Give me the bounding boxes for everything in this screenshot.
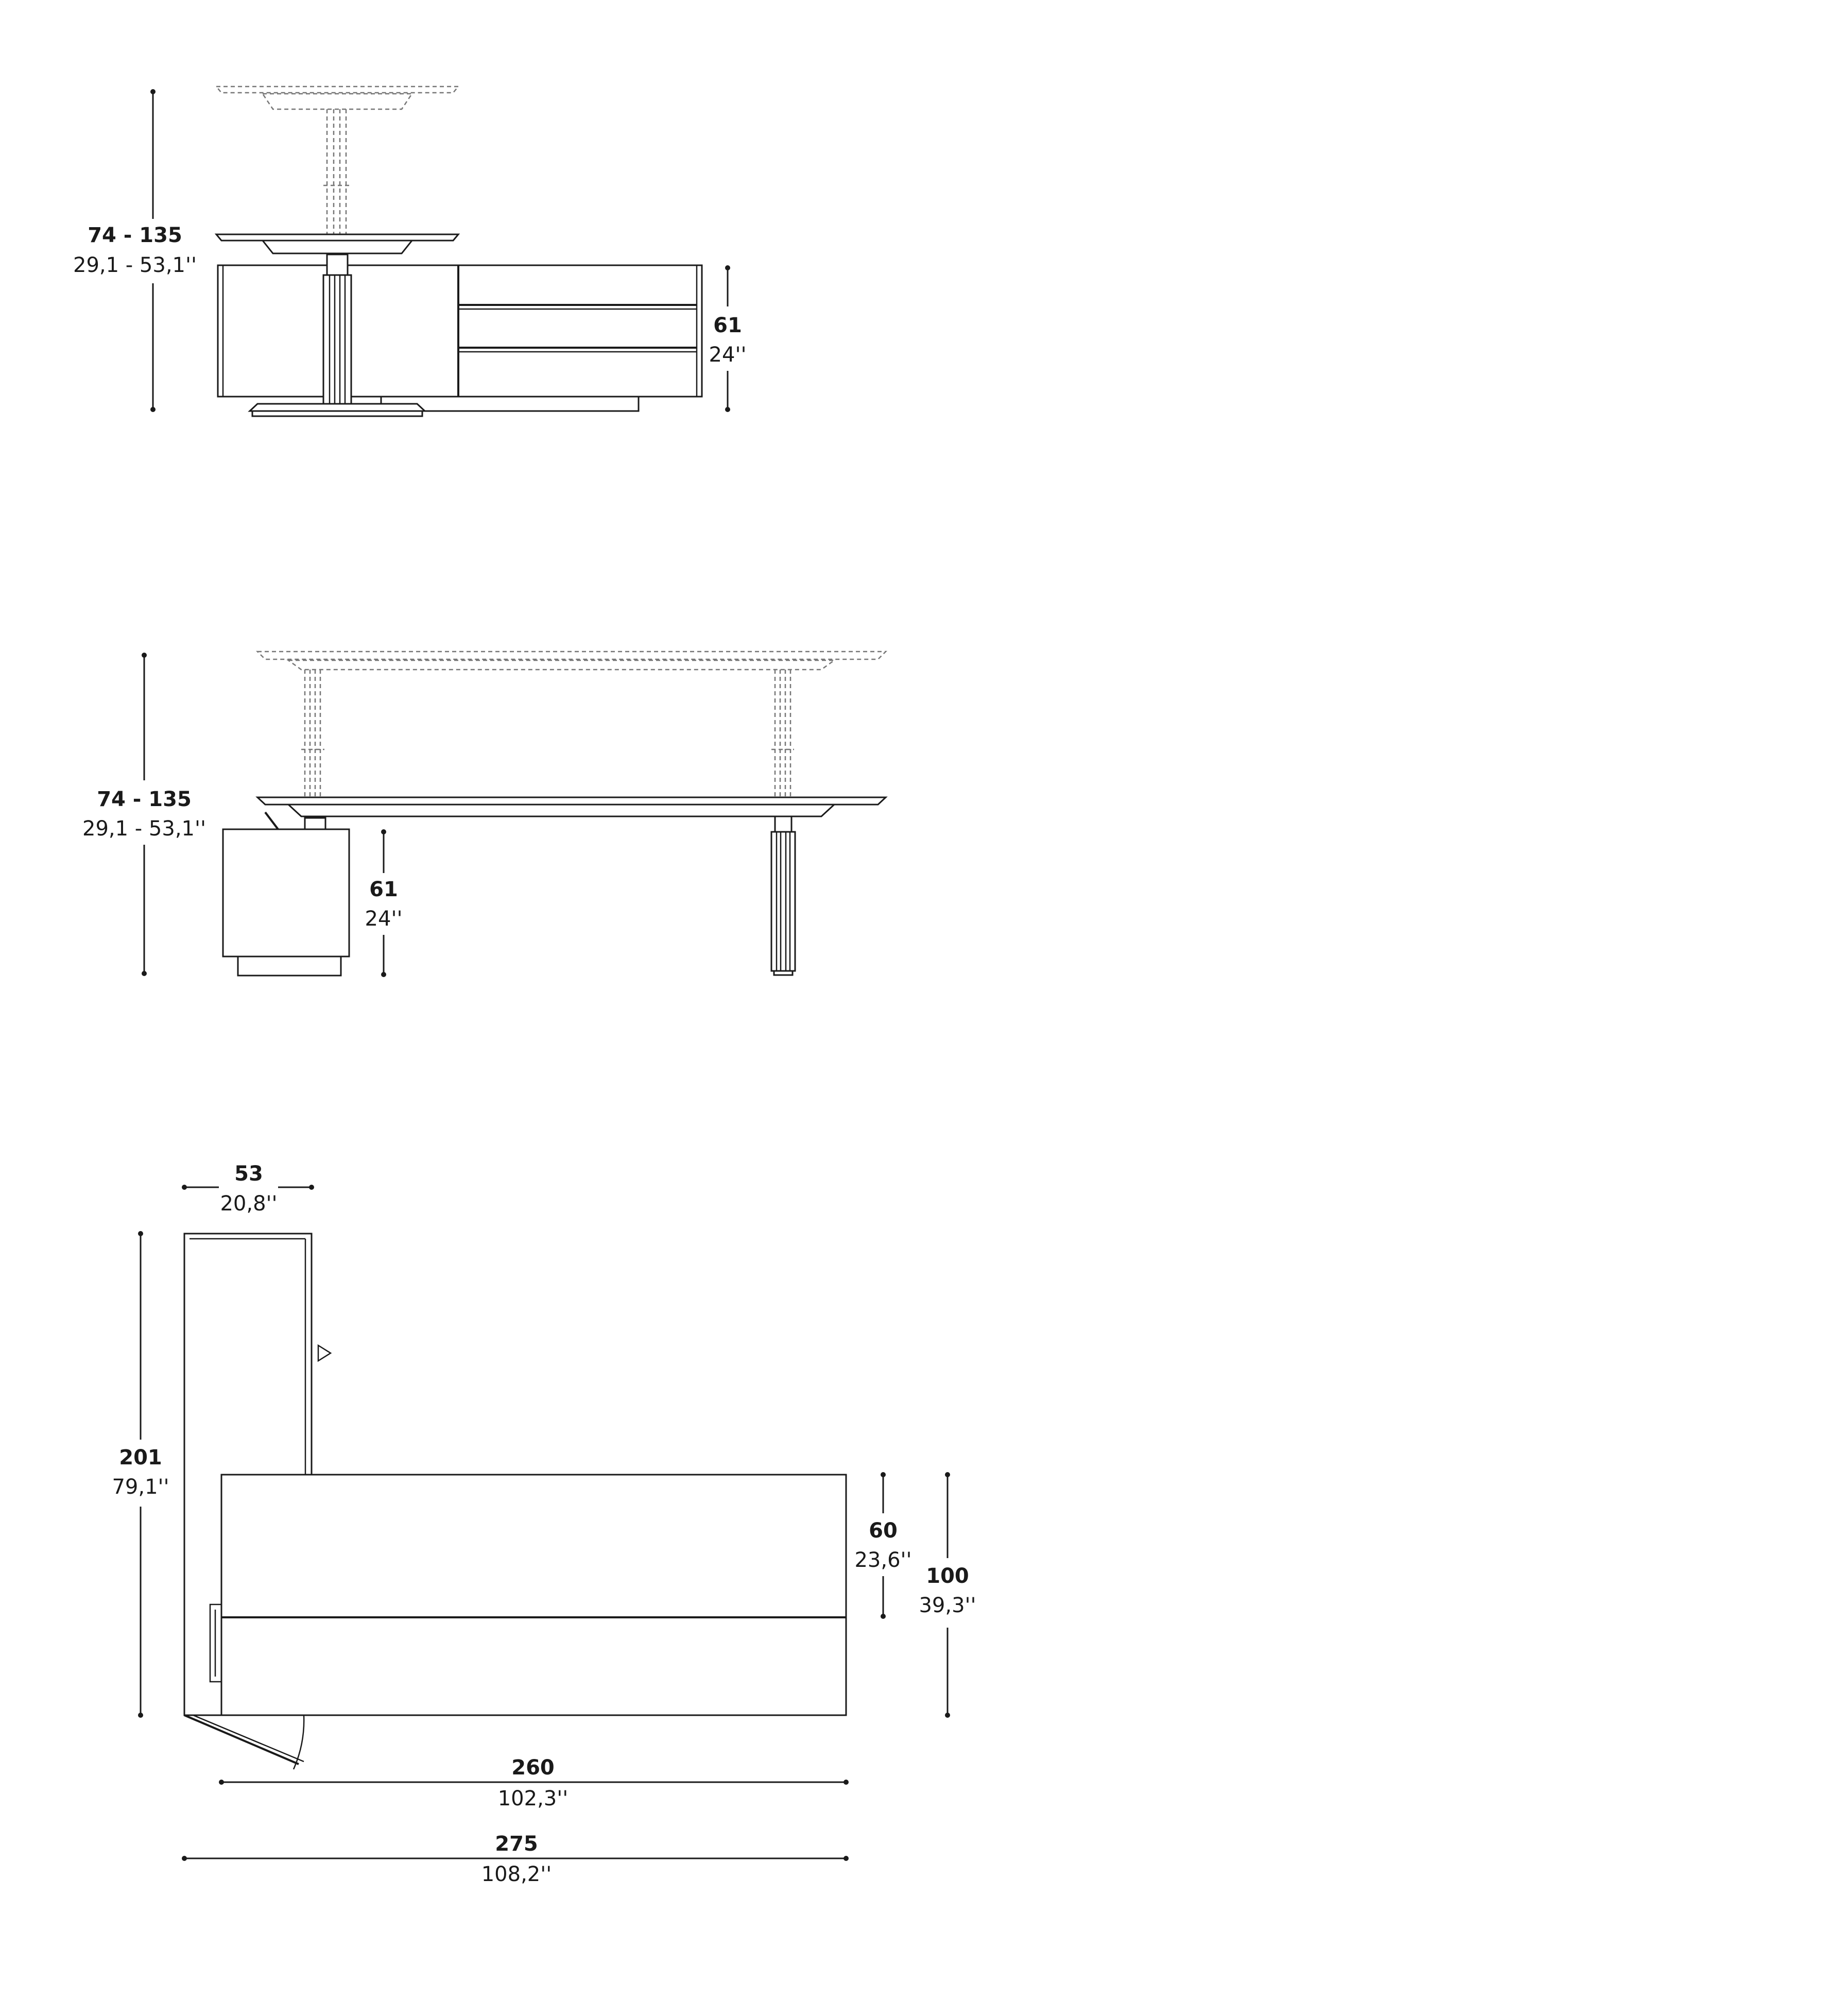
raised-top-ghost	[255, 651, 888, 801]
total-width-cm: 275	[495, 1832, 538, 1856]
elevation-view-front: 74 - 135 29,1 - 53,1'' 61 24''	[82, 651, 888, 977]
dimension-side-depth: 53 20,8''	[182, 1162, 314, 1216]
cabinet-body	[217, 264, 703, 412]
desk-top-lowered	[255, 796, 888, 817]
total-depth-cm: 100	[926, 1564, 969, 1588]
side-length-cm: 201	[119, 1446, 162, 1470]
elevation-view-side: 74 - 135 29,1 - 53,1'' 61 24''	[73, 86, 747, 417]
dimension-desk-width: 260 102,3''	[219, 1756, 849, 1810]
dimension-total-width: 275 108,2''	[182, 1832, 849, 1886]
lift-column	[248, 253, 427, 417]
height-range-cm: 74 - 135	[88, 224, 182, 247]
raised-top-ghost	[215, 86, 460, 242]
desk-top-lowered	[214, 233, 460, 254]
door-swing	[184, 1714, 305, 1770]
cabinet-height-in: 24''	[709, 343, 747, 367]
desk-depth-cm: 60	[869, 1519, 898, 1543]
desk-depth-in: 23,6''	[854, 1548, 911, 1572]
side-depth-in: 20,8''	[220, 1192, 277, 1216]
side-length-in: 79,1''	[112, 1475, 169, 1499]
dimension-cabinet-height: 61 24''	[365, 829, 403, 977]
plan-view: 53 20,8'' 201 79,1'' 60 23,6'' 100	[112, 1162, 976, 1886]
desk-width-cm: 260	[511, 1756, 555, 1780]
dimension-total-depth: 100 39,3''	[919, 1472, 976, 1718]
desk-width-in: 102,3''	[498, 1787, 569, 1810]
cabinet-height-in: 24''	[365, 907, 403, 931]
dimension-height-range: 74 - 135 29,1 - 53,1''	[73, 89, 197, 412]
cabinet-height-cm: 61	[369, 878, 398, 901]
total-width-in: 108,2''	[481, 1863, 552, 1886]
main-desk	[220, 1474, 847, 1716]
cabinet-height-cm: 61	[713, 314, 742, 337]
dimension-side-length: 201 79,1''	[112, 1231, 169, 1718]
pedestal-cabinet	[222, 811, 350, 977]
dimension-height-range: 74 - 135 29,1 - 53,1''	[82, 653, 206, 976]
dimension-desk-depth: 60 23,6''	[854, 1472, 912, 1619]
desk-leg-right	[770, 815, 796, 976]
total-depth-in: 39,3''	[919, 1594, 976, 1617]
height-range-in: 29,1 - 53,1''	[82, 817, 206, 841]
side-depth-cm: 53	[234, 1162, 263, 1186]
dimension-cabinet-height: 61 24''	[709, 265, 747, 412]
height-range-in: 29,1 - 53,1''	[73, 253, 197, 277]
height-range-cm: 74 - 135	[97, 788, 192, 811]
